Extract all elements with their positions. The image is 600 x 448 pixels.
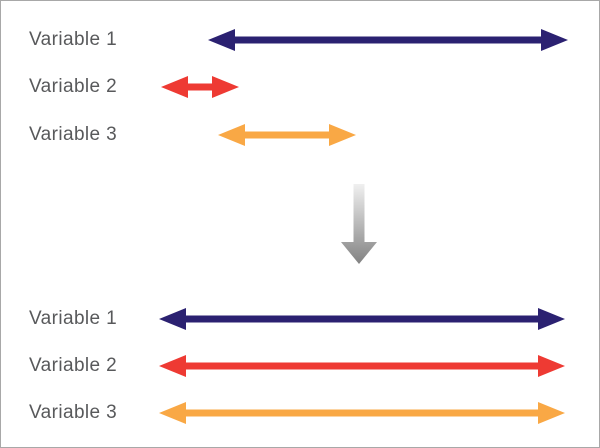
bottom-variable-3-label: Variable 3 bbox=[29, 402, 118, 423]
top-variable-1-range-double-arrow-icon bbox=[208, 29, 568, 51]
top-variable-3-range-double-arrow-icon bbox=[218, 124, 356, 146]
bottom-variable-3-range-double-arrow-icon bbox=[159, 402, 565, 424]
bottom-variable-1-label: Variable 1 bbox=[29, 308, 118, 329]
top-variable-2-range-double-arrow-icon bbox=[161, 76, 239, 98]
top-variable-2-label: Variable 2 bbox=[29, 76, 118, 97]
bottom-variable-2-label: Variable 2 bbox=[29, 355, 118, 376]
top-variable-3-label: Variable 3 bbox=[29, 124, 118, 145]
down-arrow-icon bbox=[341, 184, 377, 264]
bottom-variable-2-range-double-arrow-icon bbox=[159, 355, 565, 377]
top-variable-1-label: Variable 1 bbox=[29, 29, 118, 50]
bottom-variable-1-range-double-arrow-icon bbox=[159, 308, 565, 330]
